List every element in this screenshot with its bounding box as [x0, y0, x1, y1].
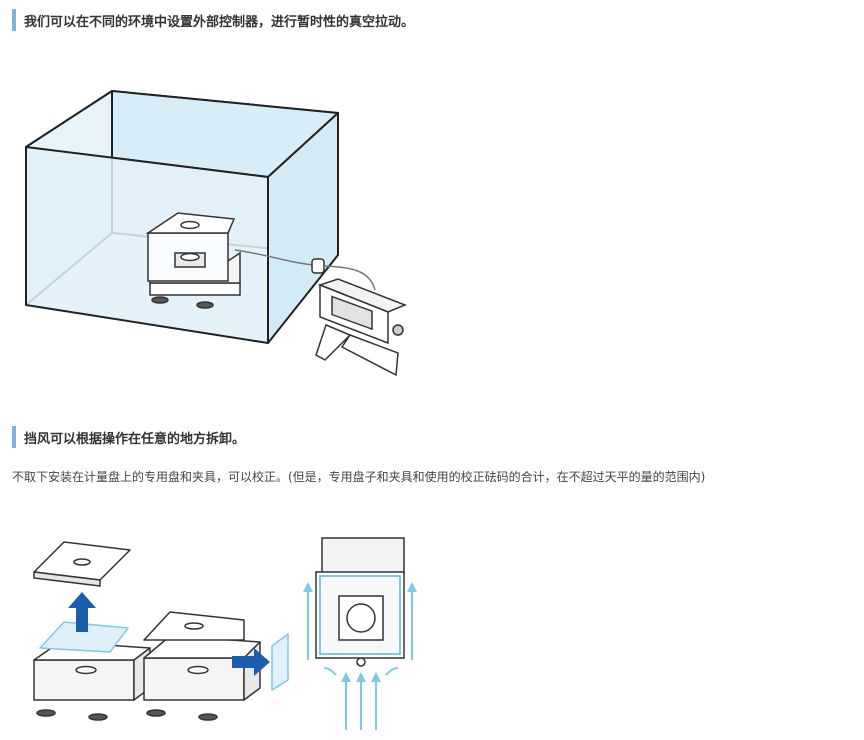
- heading-accent-bar: [12, 426, 16, 448]
- illustration-enclosure-balance: [25, 90, 408, 377]
- heading-accent-bar: [12, 9, 16, 31]
- section-heading-external-controller: 我们可以在不同的环境中设置外部控制器，进行暂时性的真空拉动。: [12, 9, 414, 31]
- illustration-windshield-removal: [33, 537, 417, 730]
- section-heading-windshield: 挡风可以根据操作在任意的地方拆卸。: [12, 426, 245, 448]
- section-heading-text: 我们可以在不同的环境中设置外部控制器，进行暂时性的真空拉动。: [24, 14, 415, 30]
- section-description: 不取下安装在计量盘上的专用盘和夹具，可以校正。(但是，专用盘子和夹具和使用的校正…: [12, 470, 706, 484]
- section-heading-text: 挡风可以根据操作在任意的地方拆卸。: [24, 431, 246, 447]
